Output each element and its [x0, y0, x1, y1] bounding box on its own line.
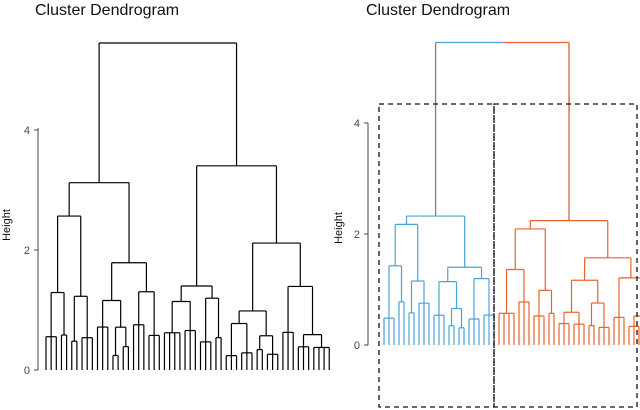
chart-title-left: Cluster Dendrogram: [35, 2, 179, 19]
dendrogram-branches-left: [45, 42, 330, 370]
y-axis-ticks-right: 0 2 4: [354, 118, 368, 352]
y-axis-ticks-left: 0 2 4: [24, 125, 38, 377]
y-tick-label: 4: [354, 118, 360, 130]
y-tick-label: 2: [354, 229, 360, 241]
dendrogram-panel-right: Cluster Dendrogram Height 0 2 4: [333, 2, 640, 408]
chart-title-right: Cluster Dendrogram: [366, 2, 510, 19]
cluster-box-2: [493, 103, 638, 408]
cluster-box-1: [378, 103, 495, 408]
y-tick-label: 0: [24, 365, 30, 377]
y-axis-label-right: Height: [333, 212, 345, 244]
y-tick-label: 4: [24, 125, 30, 137]
y-tick-label: 2: [24, 245, 30, 257]
y-tick-label: 0: [354, 340, 360, 352]
dendrogram-panel-left: Cluster Dendrogram Height 0 2 4: [1, 2, 330, 377]
y-axis-label-left: Height: [1, 209, 13, 241]
dendrogram-branches-right: [383, 41, 640, 345]
